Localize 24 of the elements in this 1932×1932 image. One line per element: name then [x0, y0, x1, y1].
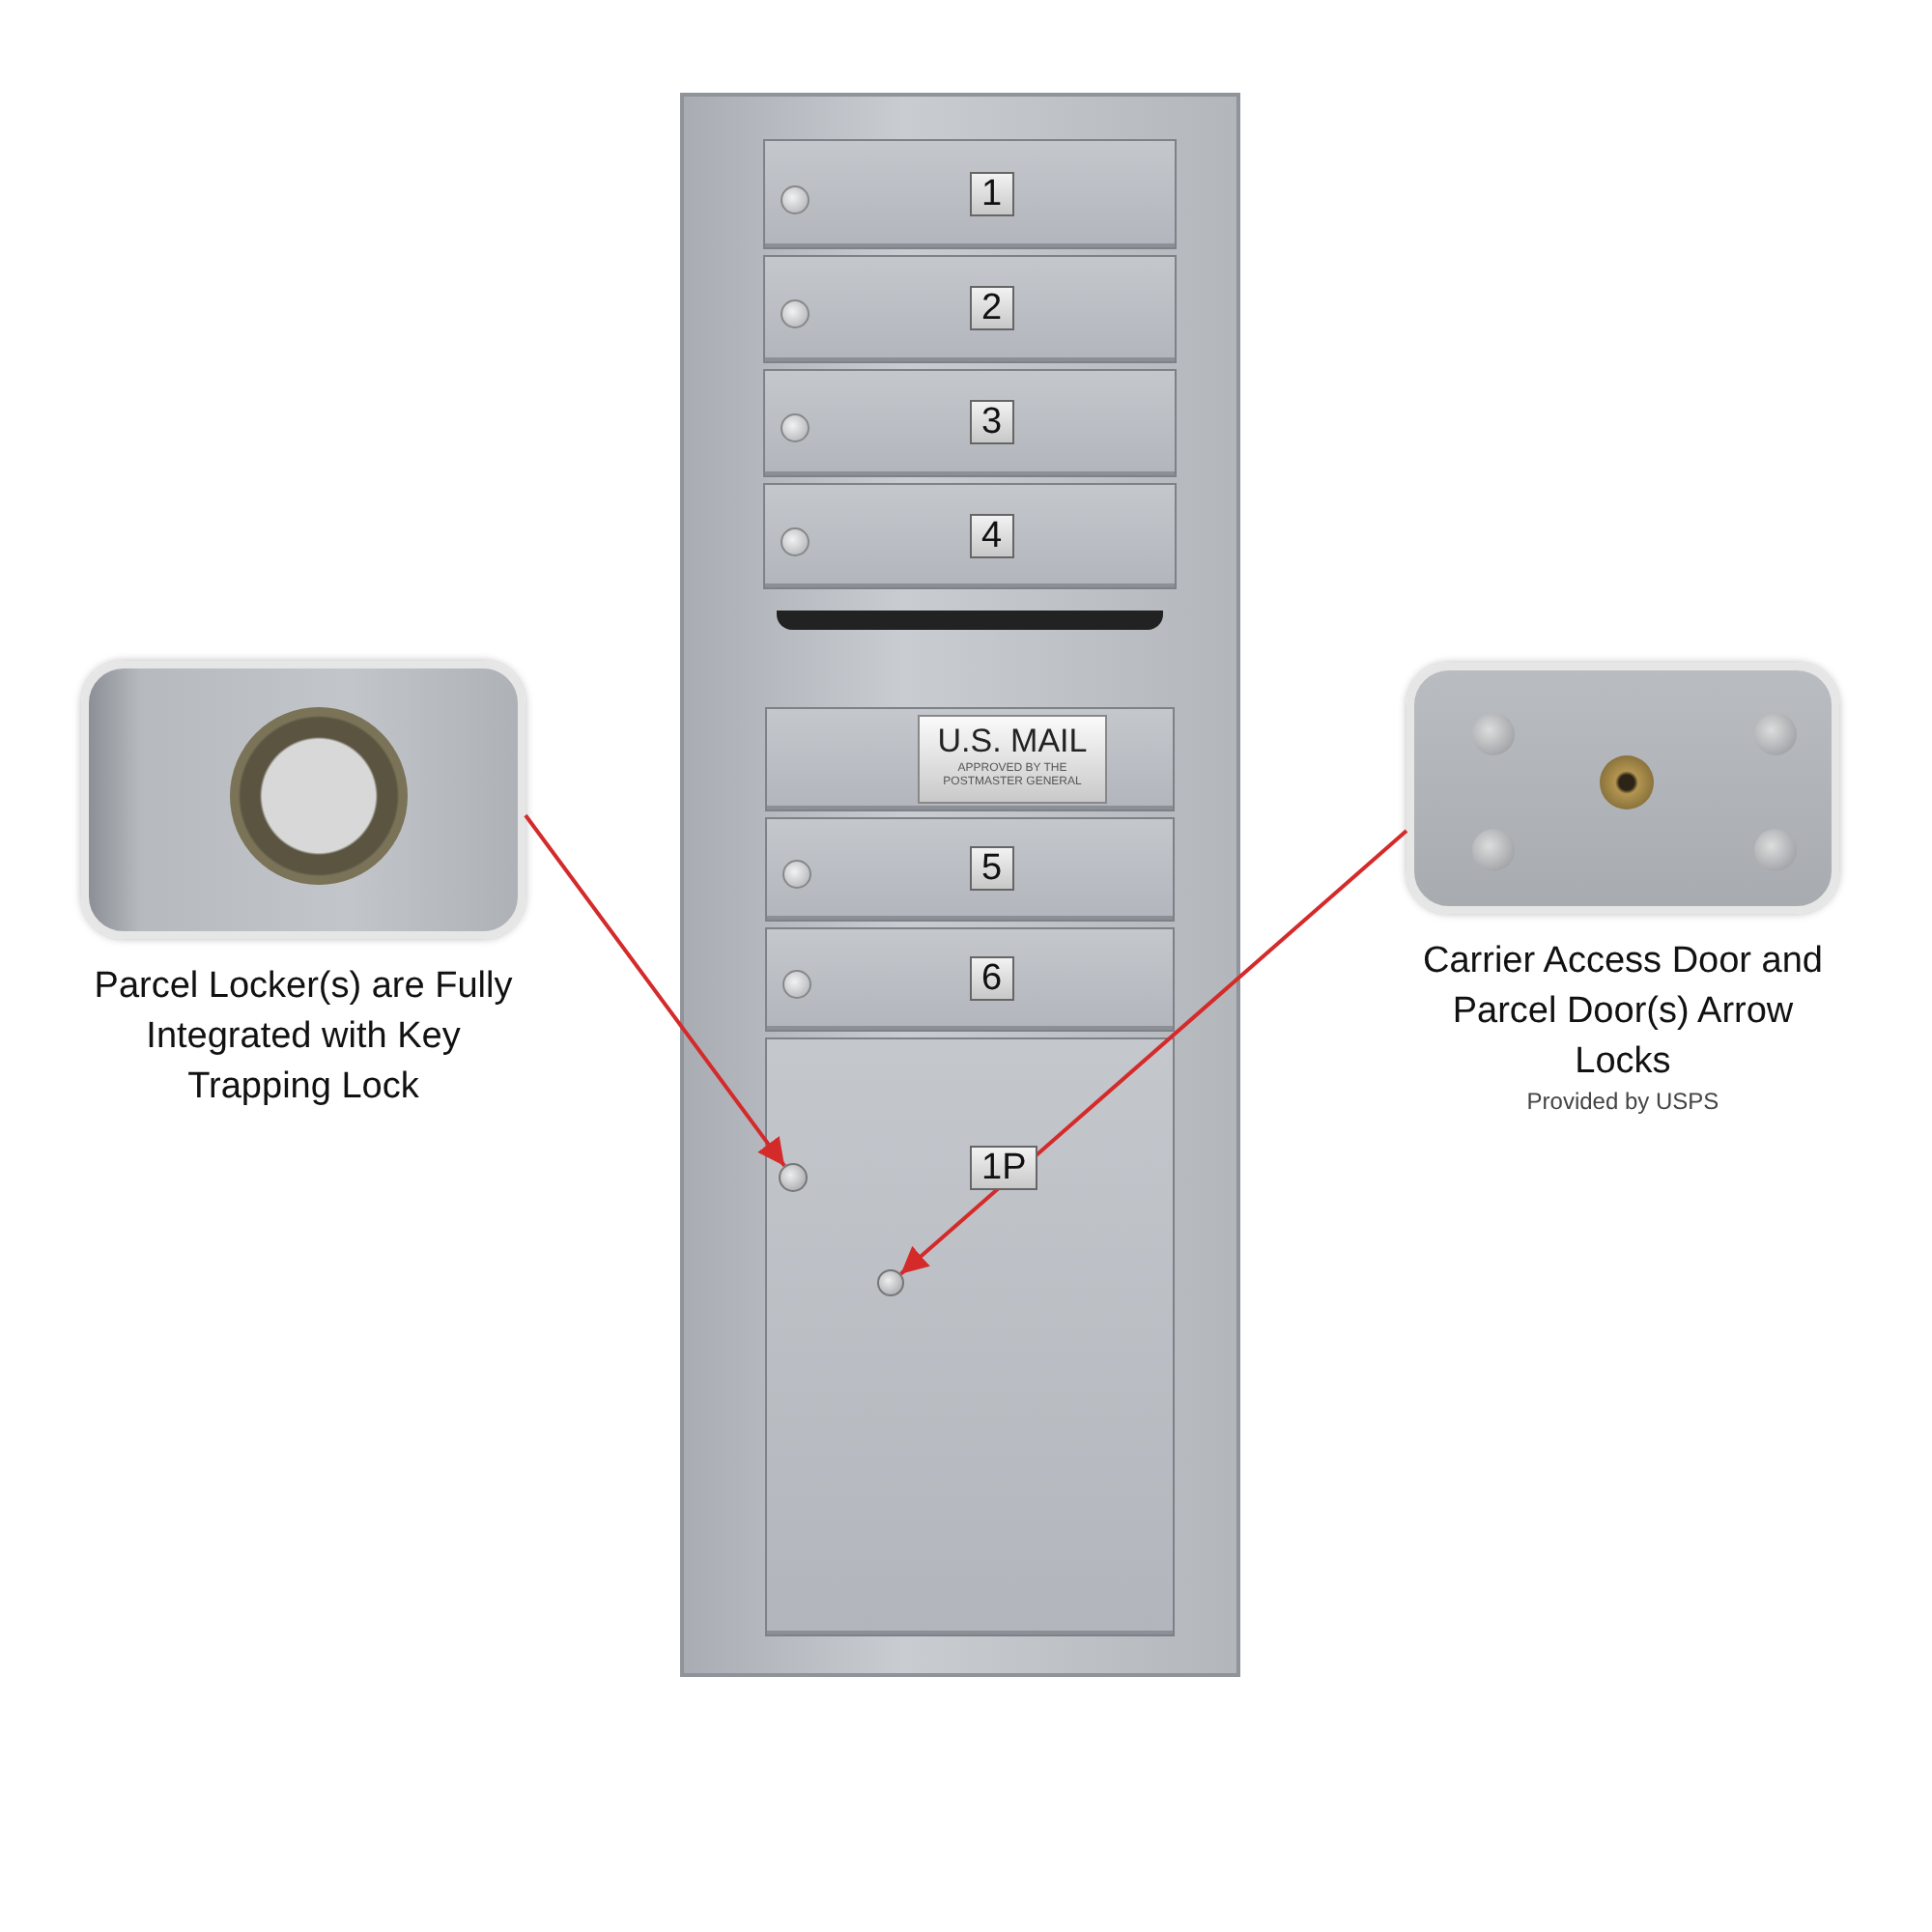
mail-slot-panel [765, 707, 1175, 811]
lock-cylinder [779, 1163, 808, 1192]
mailbox-door [763, 483, 1177, 589]
mailbox-door [765, 927, 1175, 1032]
leader-arrow [524, 813, 786, 1168]
door-number-plate: 1 [970, 172, 1014, 216]
door-number-plate: 4 [970, 514, 1014, 558]
door-number-plate: 1P [970, 1146, 1038, 1190]
lock-cylinder [877, 1269, 904, 1296]
mailbox-door [765, 1037, 1175, 1636]
mailbox-door [765, 817, 1175, 922]
door-number-plate: 3 [970, 400, 1014, 444]
callout-caption: Carrier Access Door and Parcel Door(s) Arrow Locks [1421, 939, 1825, 1086]
nameplate-title: U.S. MAIL [935, 721, 1090, 762]
mailbox-door [763, 369, 1177, 477]
mailbox-door [763, 139, 1177, 249]
mailbox-door [763, 255, 1177, 363]
caption-note: Provided by USPS [1524, 1088, 1721, 1117]
mailbox-cabinet [680, 93, 1240, 1677]
callout-caption: Parcel Locker(s) are Fully Integrated with Key Trapping Lock [92, 964, 515, 1111]
leader-arrow [899, 829, 1408, 1276]
door-number-plate: 5 [970, 846, 1014, 891]
door-number-plate: 6 [970, 956, 1014, 1001]
door-number-plate: 2 [970, 286, 1014, 330]
